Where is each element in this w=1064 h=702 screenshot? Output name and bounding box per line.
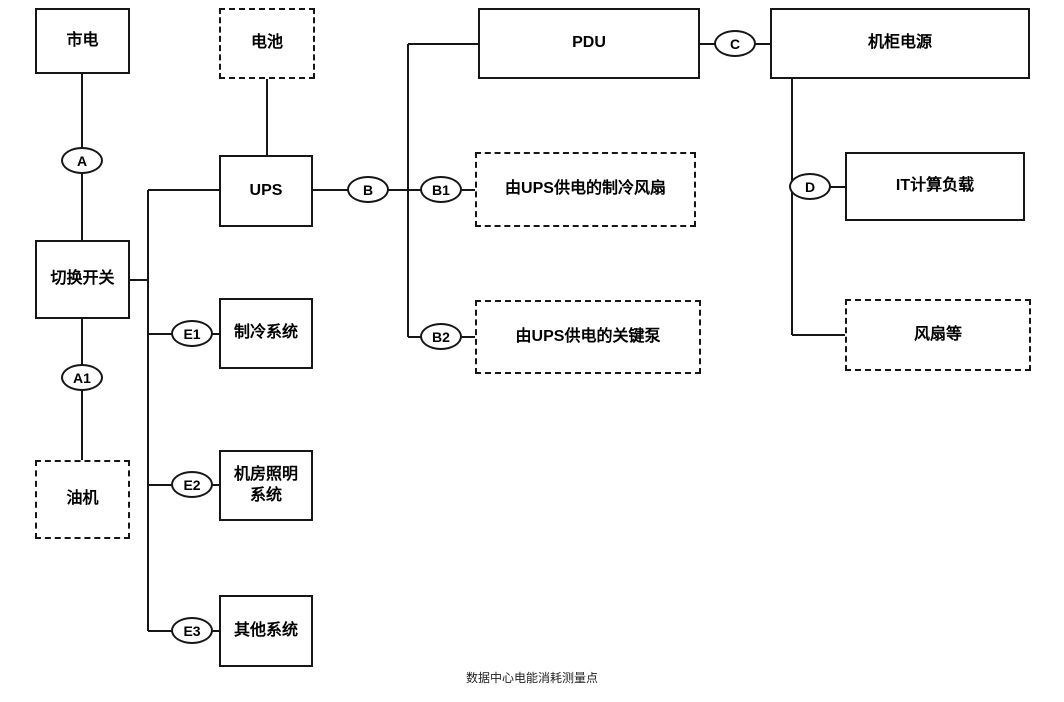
box-battery: 电池 [219, 8, 315, 79]
box-transfer-switch: 切换开关 [35, 240, 130, 319]
diagram-caption: 数据中心电能消耗测量点 [465, 671, 598, 685]
point-A-label: A [76, 152, 88, 169]
point-B1: B1 [420, 176, 462, 203]
point-B2-label: B2 [432, 328, 450, 345]
box-lighting-system-label: 机房照明系统 [233, 465, 298, 504]
box-other-systems: 其他系统 [219, 595, 313, 667]
box-battery-label: 电池 [250, 34, 283, 52]
box-ups-key-pumps-label: 由UPS供电的关键泵 [515, 327, 661, 345]
box-cooling-system-label: 制冷系统 [233, 324, 298, 342]
point-A1-label: A1 [73, 369, 91, 386]
point-E3-label: E3 [183, 622, 201, 639]
box-other-systems-label: 其他系统 [233, 621, 298, 639]
box-generator: 油机 [35, 460, 130, 539]
box-it-load: IT计算负载 [845, 152, 1025, 221]
box-ups-label: UPS [249, 181, 283, 199]
point-D: D [789, 173, 831, 200]
box-cooling-system: 制冷系统 [219, 298, 313, 369]
box-ups-cooling-fans-label: 由UPS供电的制冷风扇 [505, 180, 666, 198]
box-mains: 市电 [35, 8, 130, 74]
point-A: A [61, 147, 103, 174]
point-E1: E1 [171, 320, 213, 347]
box-ups-key-pumps: 由UPS供电的关键泵 [475, 300, 701, 374]
box-fans-etc: 风扇等 [845, 299, 1031, 371]
point-E1-label: E1 [183, 325, 201, 342]
point-B1-label: B1 [432, 181, 450, 198]
box-pdu-label: PDU [572, 34, 606, 52]
box-cabinet-power: 机柜电源 [770, 8, 1030, 79]
point-B-label: B [362, 181, 374, 198]
point-E2-label: E2 [183, 476, 201, 493]
point-C: C [714, 30, 756, 57]
point-C-label: C [729, 35, 741, 52]
box-mains-label: 市电 [66, 31, 99, 49]
point-D-label: D [804, 178, 816, 195]
point-A1: A1 [61, 364, 103, 391]
box-fans-etc-label: 风扇等 [913, 325, 962, 343]
box-lighting-system: 机房照明系统 [219, 450, 313, 521]
point-B: B [347, 176, 389, 203]
box-ups-cooling-fans: 由UPS供电的制冷风扇 [475, 152, 696, 227]
box-pdu: PDU [478, 8, 700, 79]
box-generator-label: 油机 [66, 490, 99, 508]
point-B2: B2 [420, 323, 462, 350]
box-cabinet-power-label: 机柜电源 [867, 34, 932, 52]
box-ups: UPS [219, 155, 313, 227]
point-E2: E2 [171, 471, 213, 498]
box-it-load-label: IT计算负载 [895, 177, 975, 195]
box-transfer-switch-label: 切换开关 [50, 270, 115, 288]
point-E3: E3 [171, 617, 213, 644]
